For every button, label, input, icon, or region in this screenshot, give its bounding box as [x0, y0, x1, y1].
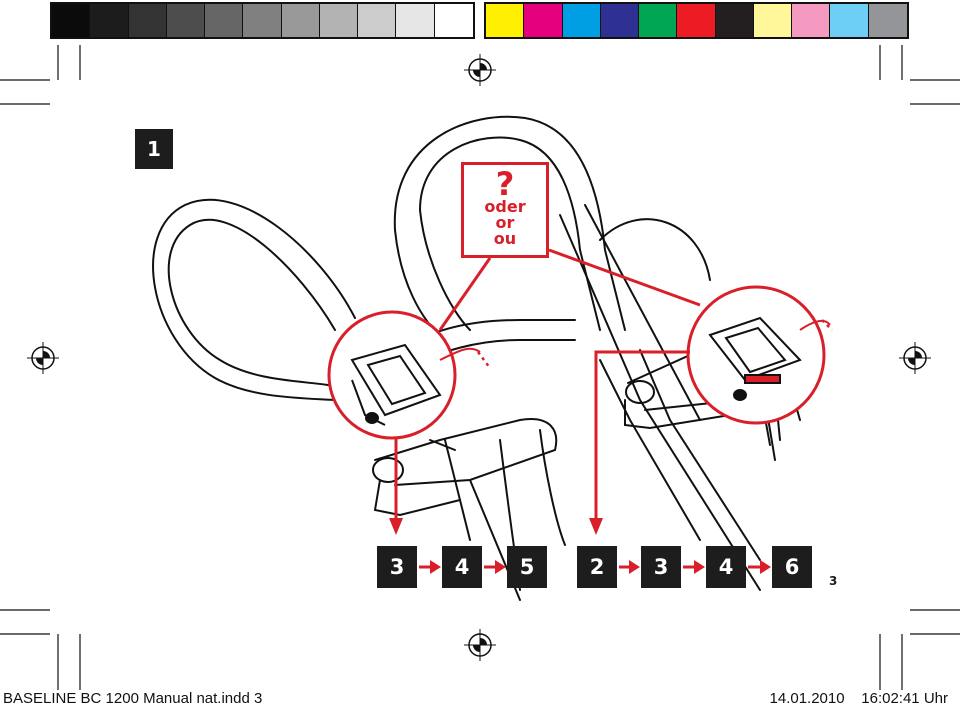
registration-mark — [464, 629, 496, 661]
calibration-swatch — [52, 4, 91, 37]
registration-mark — [464, 54, 496, 86]
page-number: 3 — [829, 574, 838, 588]
calibration-swatch — [319, 4, 359, 37]
step-box-left-3: 5 — [507, 546, 547, 588]
down-arrowheads — [389, 518, 603, 535]
calibration-swatch — [358, 4, 397, 37]
calibration-swatch — [205, 4, 244, 37]
calibration-swatch — [677, 4, 716, 37]
sequence-arrow — [748, 560, 771, 574]
calibration-swatch — [753, 4, 793, 37]
sequence-arrows — [419, 560, 771, 574]
calibration-swatch — [128, 4, 167, 37]
step-box-right-3: 4 — [706, 546, 746, 588]
color-calibration-bar — [484, 2, 909, 39]
slug-filename: BASELINE BC 1200 Manual nat.indd 3 — [3, 690, 263, 707]
question-word-de: oder — [484, 197, 526, 216]
calibration-swatch — [243, 4, 282, 37]
calibration-swatch — [434, 4, 473, 37]
calibration-swatch — [281, 4, 320, 37]
mount-left — [350, 343, 481, 426]
calibration-swatch — [830, 4, 869, 37]
calibration-swatch — [486, 4, 525, 37]
slug-date: 14.01.2010 — [769, 690, 845, 707]
step-box-right-4: 6 — [772, 546, 812, 588]
step-box-left-2: 4 — [442, 546, 482, 588]
calibration-swatch — [639, 4, 678, 37]
calibration-swatch — [600, 4, 640, 37]
step-box-right-1: 2 — [577, 546, 617, 588]
sequence-arrow — [683, 560, 705, 574]
question-word-fr: ou — [493, 229, 517, 248]
question-box: ? oder or ou — [461, 162, 549, 258]
calibration-swatch — [792, 4, 831, 37]
question-word-en: or — [495, 213, 515, 232]
sequence-arrow — [619, 560, 640, 574]
mount-right — [708, 316, 831, 401]
sequence-arrow — [419, 560, 441, 574]
sequence-arrow — [484, 560, 506, 574]
calibration-swatch — [396, 4, 435, 37]
crop-marks — [0, 45, 960, 690]
registration-marks — [27, 54, 931, 661]
grayscale-calibration-bar — [50, 2, 475, 39]
step-box-left-1: 3 — [377, 546, 417, 588]
slug-timestamp: 14.01.2010 16:02:41 Uhr — [770, 690, 948, 707]
calibration-swatch — [166, 4, 206, 37]
question-mark: ? — [495, 165, 515, 203]
calibration-swatch — [562, 4, 601, 37]
step-box-right-2: 3 — [641, 546, 681, 588]
calibration-swatch — [868, 4, 907, 37]
figure-number: 1 — [135, 129, 173, 169]
slug-time: 16:02:41 Uhr — [861, 690, 948, 707]
calibration-swatch — [90, 4, 129, 37]
registration-mark — [27, 342, 59, 374]
calibration-swatch — [524, 4, 563, 37]
calibration-swatch — [715, 4, 754, 37]
registration-mark — [899, 342, 931, 374]
